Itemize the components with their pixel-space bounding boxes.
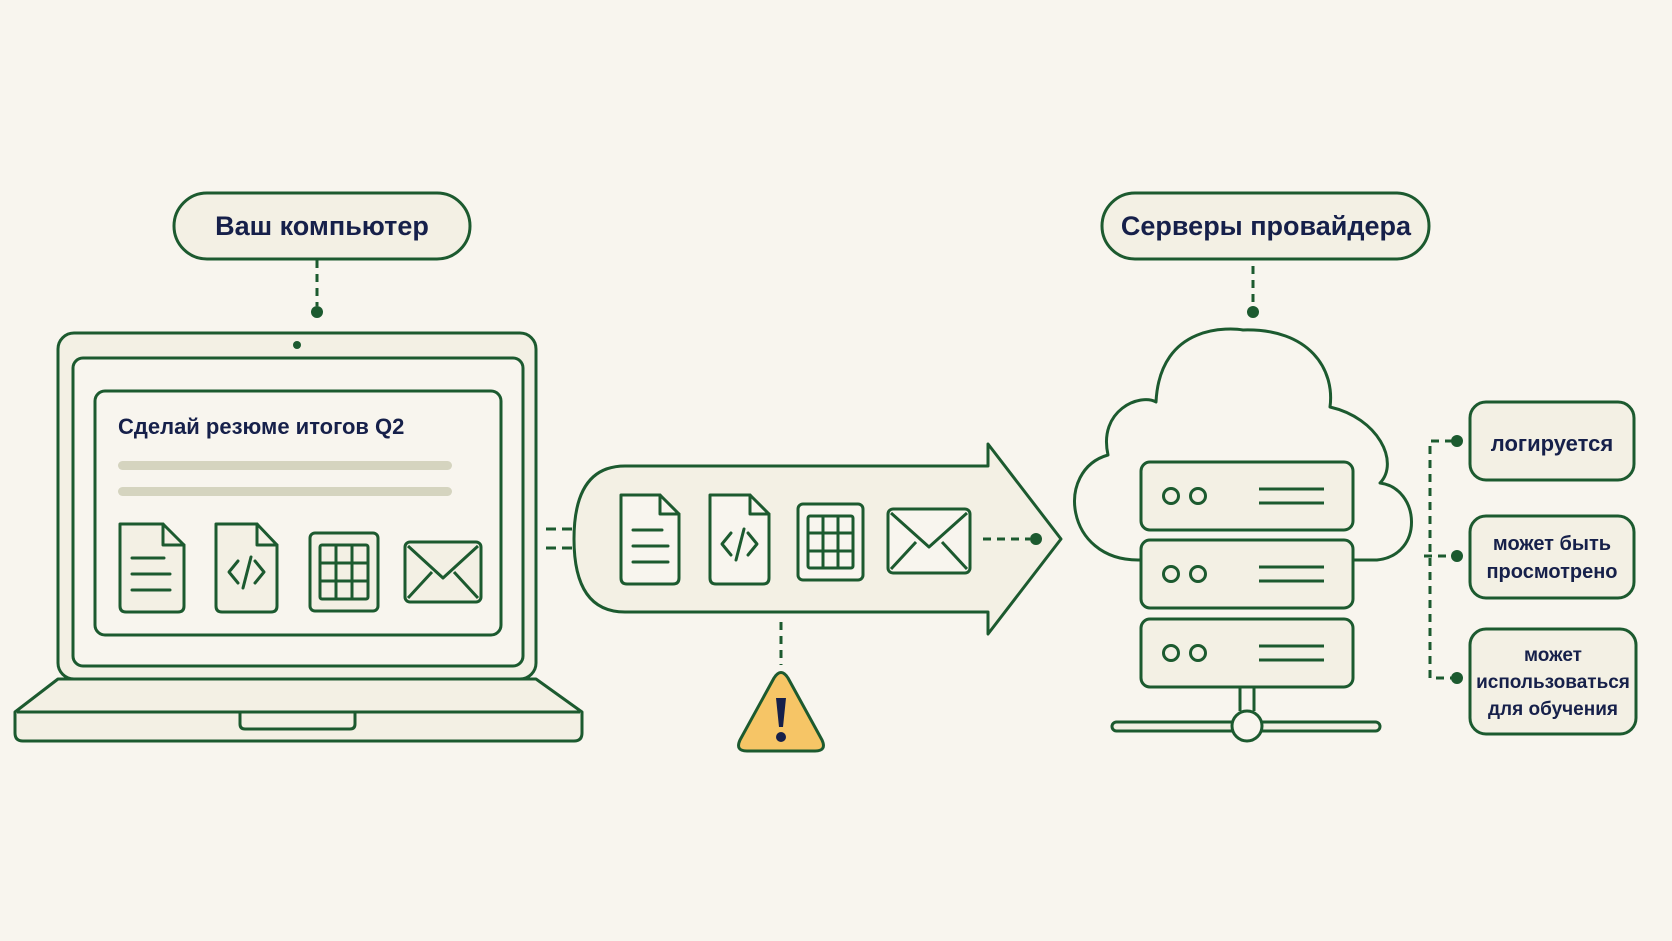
- envelope-icon: [403, 540, 483, 604]
- webcam-dot: [293, 341, 301, 349]
- risk-training-line2: использоваться: [1476, 672, 1630, 693]
- laptop-to-arrow-link: [546, 527, 572, 550]
- document-icon: [619, 493, 681, 586]
- table-icon: [796, 502, 865, 582]
- transfer-arrow: [572, 442, 1063, 636]
- risk-viewed-line2: просмотрено: [1486, 561, 1617, 583]
- connector-dot: [1030, 533, 1042, 545]
- table-icon: [308, 531, 380, 613]
- risk-logged-text: логируется: [1491, 431, 1613, 456]
- risk-training-line3: для обучения: [1488, 699, 1618, 720]
- connector-dot: [1451, 435, 1463, 447]
- chat-window: [93, 389, 503, 637]
- servers-label-text: Серверы провайдера: [1121, 211, 1412, 241]
- laptop-base: [13, 677, 584, 743]
- server-unit: [1139, 538, 1355, 610]
- connector-dot: [1451, 550, 1463, 562]
- server-unit: [1139, 460, 1355, 532]
- servers-label: Серверы провайдера: [1100, 191, 1431, 261]
- computer-label: Ваш компьютер: [172, 191, 472, 261]
- document-icon: [118, 522, 186, 614]
- risk-viewed-line1: может быть: [1493, 533, 1611, 555]
- text-placeholder-line: [118, 461, 452, 470]
- risk-logged: логируется: [1468, 400, 1636, 482]
- warning-icon: [737, 671, 825, 753]
- code-file-icon: [708, 493, 771, 586]
- network-node: [1230, 709, 1264, 743]
- server-unit: [1139, 617, 1355, 689]
- risk-training: может использоваться для обучения: [1468, 627, 1638, 736]
- risk-training-line1: может: [1524, 645, 1582, 666]
- risk-bracket: [1424, 439, 1453, 680]
- prompt-text: Сделай резюме итогов Q2: [118, 414, 404, 439]
- connector-dot: [311, 306, 323, 318]
- risk-viewed: может быть просмотрено: [1468, 514, 1636, 600]
- server-rack-icon: [1110, 460, 1382, 743]
- connector-dot: [1451, 672, 1463, 684]
- text-placeholder-line: [118, 487, 452, 496]
- envelope-icon: [886, 507, 972, 575]
- laptop-icon: Сделай резюме итогов Q2: [13, 331, 584, 743]
- computer-label-text: Ваш компьютер: [215, 211, 429, 241]
- laptop-touchpad: [238, 712, 357, 731]
- code-file-icon: [214, 522, 279, 614]
- connector-dot: [1247, 306, 1259, 318]
